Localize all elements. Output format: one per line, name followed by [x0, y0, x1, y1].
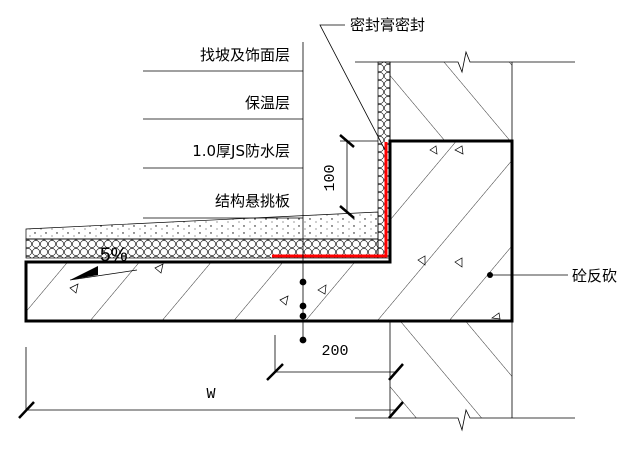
dim-curb-height-text: 100: [322, 164, 339, 191]
label-sealant: 密封膏密封: [350, 16, 425, 34]
slope-arrow-icon: [69, 266, 138, 281]
dim-width-text: W: [206, 386, 215, 403]
layer-leader: [143, 42, 307, 344]
label-insulation-layer: 保温层: [245, 94, 290, 112]
dim-offset: [266, 335, 404, 381]
label-structural-slab: 结构悬挑板: [215, 192, 290, 210]
sealant-leader: [319, 24, 386, 151]
break-line-bottom: [355, 408, 575, 432]
waterproof-membrane: [272, 142, 388, 258]
label-finish-layer: 找坡及饰面层: [200, 46, 290, 64]
break-line-top: [355, 50, 575, 74]
label-waterproof-layer: 1.0厚JS防水层: [192, 142, 290, 160]
dim-offset-text: 200: [321, 343, 348, 360]
screed-finish: [25, 211, 379, 240]
concrete-slab: [24, 139, 514, 323]
dim-width: [18, 347, 404, 419]
slope-label: 5%: [100, 245, 128, 266]
dim-curb-height: [339, 134, 378, 219]
label-concrete-curb: 砼反砍: [572, 267, 617, 285]
